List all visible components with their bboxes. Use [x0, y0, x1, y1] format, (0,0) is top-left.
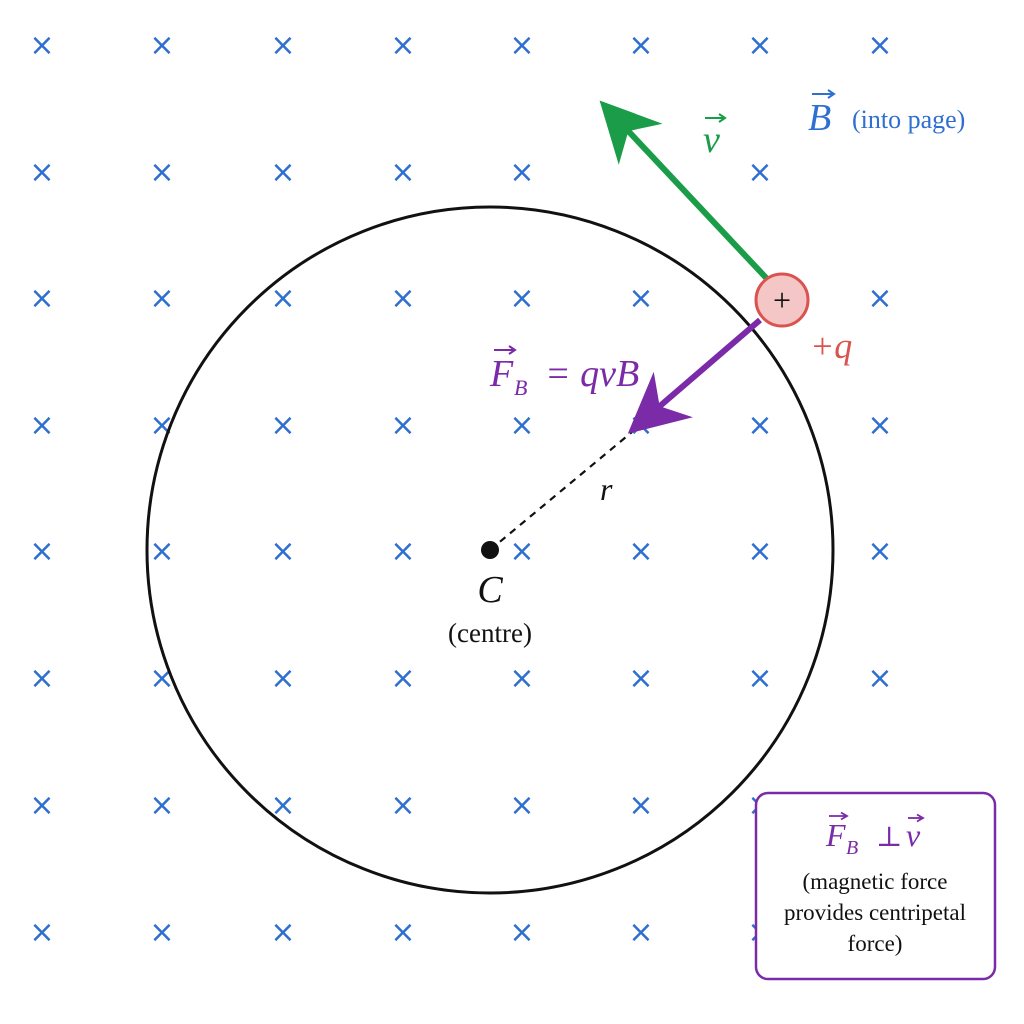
- field-cross-icon: ×: [628, 788, 653, 823]
- field-cross-icon: ×: [390, 788, 415, 823]
- radius-label: r: [600, 471, 613, 507]
- field-cross-icon: ×: [747, 661, 772, 696]
- field-cross-icon: ×: [270, 281, 295, 316]
- radius-line: [489, 431, 633, 551]
- field-cross-icon: ×: [867, 28, 892, 63]
- note-box: [754, 791, 997, 981]
- field-cross-icon: ×: [149, 28, 174, 63]
- field-cross-icon: ×: [747, 408, 772, 443]
- note-line-3: force): [848, 931, 903, 956]
- field-cross-icon: ×: [747, 155, 772, 190]
- field-cross-icon: ×: [270, 28, 295, 63]
- field-cross-icon: ×: [29, 661, 54, 696]
- note-title-perp: ⊥: [876, 822, 902, 853]
- field-cross-icon: ×: [390, 281, 415, 316]
- field-cross-icon: ×: [29, 281, 54, 316]
- field-cross-icon: ×: [628, 281, 653, 316]
- centre-dot: [481, 541, 499, 559]
- field-cross-icon: ×: [509, 661, 534, 696]
- field-cross-icon: ×: [867, 281, 892, 316]
- field-cross-icon: ×: [270, 661, 295, 696]
- field-cross-icon: ×: [149, 281, 174, 316]
- field-cross-icon: ×: [390, 28, 415, 63]
- field-cross-icon: ×: [628, 915, 653, 950]
- field-label-vector-head: [827, 89, 836, 99]
- field-cross-icon: ×: [509, 915, 534, 950]
- velocity-label: v: [703, 119, 720, 161]
- force-label-equation: = qvB: [545, 353, 639, 395]
- centre-label: C: [477, 569, 503, 611]
- field-cross-icon: ×: [390, 915, 415, 950]
- field-cross-icon: ×: [509, 788, 534, 823]
- field-cross-icon: ×: [270, 408, 295, 443]
- field-cross-icon: ×: [29, 155, 54, 190]
- field-cross-icon: ×: [270, 915, 295, 950]
- field-cross-icon: ×: [867, 534, 892, 569]
- note-line-1: (magnetic force: [803, 869, 948, 894]
- field-cross-icon: ×: [270, 534, 295, 569]
- force-label-vector-head: [508, 345, 517, 355]
- field-cross-icon: ×: [149, 155, 174, 190]
- velocity-arrow: [599, 100, 773, 285]
- note-title-v: v: [906, 817, 921, 853]
- field-cross-icon: ×: [29, 915, 54, 950]
- note-title-F-vector-head: [840, 811, 849, 821]
- note-line-2: provides centripetal: [784, 900, 966, 925]
- particle-sign: +: [773, 282, 791, 318]
- charge-label: +q: [810, 326, 852, 366]
- field-label-symbol: B: [808, 97, 831, 139]
- field-cross-icon: ×: [29, 408, 54, 443]
- field-cross-icon: ×: [149, 534, 174, 569]
- field-cross-icon: ×: [390, 534, 415, 569]
- field-cross-icon: ×: [390, 661, 415, 696]
- field-label-text: (into page): [852, 105, 965, 134]
- charged-particle: [754, 272, 810, 328]
- field-cross-icon: ×: [270, 155, 295, 190]
- field-cross-icon: ×: [390, 408, 415, 443]
- field-cross-icon: ×: [509, 281, 534, 316]
- force-label-subscript: B: [514, 375, 527, 400]
- field-cross-icon: ×: [149, 915, 174, 950]
- field-cross-icon: ×: [509, 28, 534, 63]
- note-title-v-vector-head: [916, 813, 925, 823]
- orbit-circle: [145, 205, 835, 895]
- field-cross-icon: ×: [628, 28, 653, 63]
- field-cross-icon: ×: [149, 788, 174, 823]
- field-cross-icon: ×: [509, 408, 534, 443]
- centre-sublabel: (centre): [448, 618, 532, 648]
- magnetic-field-grid: × × × × × × × × × × × × × × × × × × × × × × × × × × × × × × × × × × × × × × × ×…: [29, 28, 892, 950]
- field-cross-icon: ×: [867, 661, 892, 696]
- field-cross-icon: ×: [390, 155, 415, 190]
- field-cross-icon: ×: [628, 661, 653, 696]
- field-cross-icon: ×: [509, 534, 534, 569]
- velocity-label-vector-head: [718, 113, 727, 123]
- field-cross-icon: ×: [29, 28, 54, 63]
- field-cross-icon: ×: [29, 534, 54, 569]
- force-label-F: F: [489, 353, 514, 395]
- field-cross-icon: ×: [509, 155, 534, 190]
- field-cross-icon: ×: [867, 408, 892, 443]
- field-cross-icon: ×: [29, 788, 54, 823]
- field-cross-icon: ×: [747, 28, 772, 63]
- note-title-F: F: [825, 817, 846, 853]
- note-title-subscript: B: [846, 837, 858, 859]
- field-cross-icon: ×: [628, 534, 653, 569]
- force-arrow: [627, 317, 762, 434]
- field-cross-icon: ×: [747, 534, 772, 569]
